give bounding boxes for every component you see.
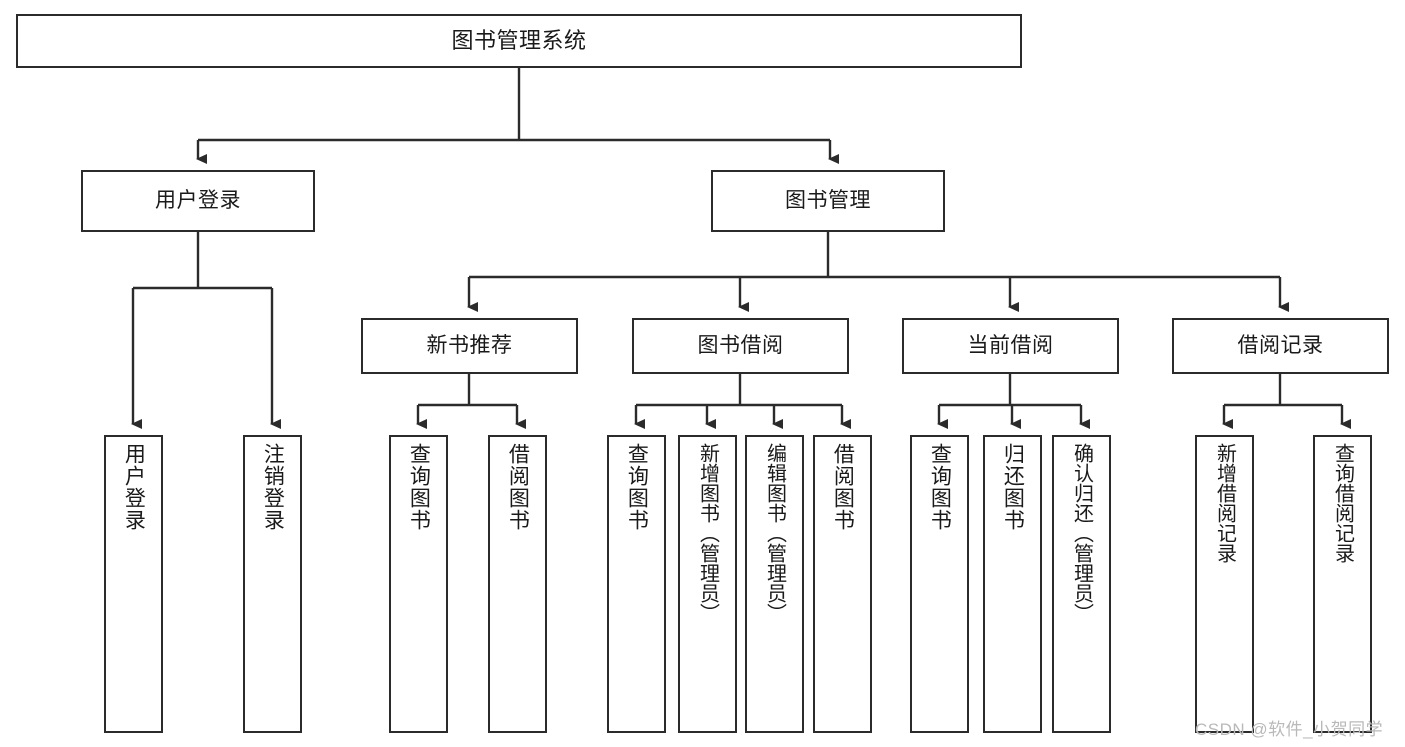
node-root-label: 图书管理系统 [451, 28, 587, 54]
leaf-borrow-books-label: 借阅图书 [831, 443, 855, 531]
leaf-query-books-borrow[interactable]: 查询图书 [607, 435, 666, 733]
leaf-confirm-return-admin-label: 确认归还（管理员） [1070, 443, 1093, 623]
node-borrow-record[interactable]: 借阅记录 [1172, 318, 1389, 374]
leaf-return-books[interactable]: 归还图书 [983, 435, 1042, 733]
leaf-logout[interactable]: 注销登录 [243, 435, 302, 733]
leaf-borrow-books-recommend-label: 借阅图书 [506, 443, 530, 531]
leaf-query-borrow-record-label: 查询借阅记录 [1331, 443, 1354, 563]
node-root[interactable]: 图书管理系统 [16, 14, 1022, 68]
leaf-query-books-current-label: 查询图书 [928, 443, 952, 531]
leaf-confirm-return-admin[interactable]: 确认归还（管理员） [1052, 435, 1111, 733]
leaf-user-login[interactable]: 用户登录 [104, 435, 163, 733]
node-borrow-record-label: 借阅记录 [1237, 333, 1324, 357]
leaf-logout-label: 注销登录 [261, 443, 285, 531]
leaf-add-borrow-record[interactable]: 新增借阅记录 [1195, 435, 1254, 733]
leaf-query-books-recommend-label: 查询图书 [407, 443, 431, 531]
watermark: CSDN @软件_小贺同学 [1195, 720, 1384, 739]
node-new-book-recommend[interactable]: 新书推荐 [361, 318, 578, 374]
leaf-borrow-books-recommend[interactable]: 借阅图书 [488, 435, 547, 733]
node-current-borrow-label: 当前借阅 [967, 333, 1054, 357]
leaf-edit-book-admin[interactable]: 编辑图书（管理员） [745, 435, 804, 733]
leaf-edit-book-admin-label: 编辑图书（管理员） [763, 443, 786, 623]
leaf-add-borrow-record-label: 新增借阅记录 [1213, 443, 1236, 563]
node-new-book-recommend-label: 新书推荐 [426, 333, 513, 357]
node-book-borrow-label: 图书借阅 [697, 333, 784, 357]
leaf-borrow-books[interactable]: 借阅图书 [813, 435, 872, 733]
node-user-login[interactable]: 用户登录 [81, 170, 315, 232]
leaf-query-borrow-record[interactable]: 查询借阅记录 [1313, 435, 1372, 733]
leaf-add-book-admin-label: 新增图书（管理员） [696, 443, 719, 623]
leaf-return-books-label: 归还图书 [1001, 443, 1025, 531]
leaf-query-books-current[interactable]: 查询图书 [910, 435, 969, 733]
leaf-query-books-borrow-label: 查询图书 [625, 443, 649, 531]
leaf-query-books-recommend[interactable]: 查询图书 [389, 435, 448, 733]
node-book-management-label: 图书管理 [785, 188, 871, 212]
leaf-add-book-admin[interactable]: 新增图书（管理员） [678, 435, 737, 733]
leaf-user-login-label: 用户登录 [122, 443, 146, 531]
node-user-login-label: 用户登录 [155, 188, 241, 212]
node-book-management[interactable]: 图书管理 [711, 170, 945, 232]
node-current-borrow[interactable]: 当前借阅 [902, 318, 1119, 374]
node-book-borrow[interactable]: 图书借阅 [632, 318, 849, 374]
